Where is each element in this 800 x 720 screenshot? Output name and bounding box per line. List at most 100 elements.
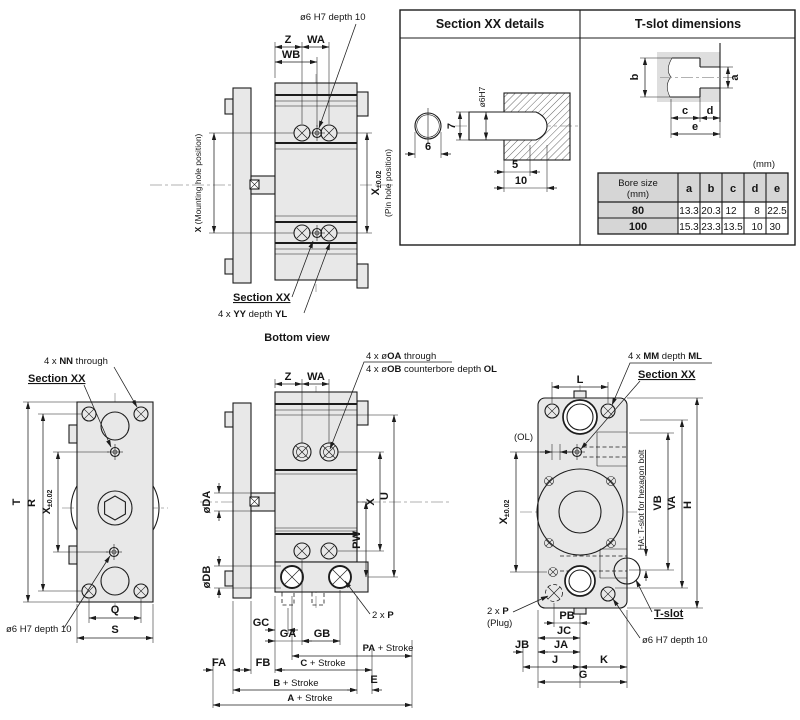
cylinder-body xyxy=(274,82,358,281)
tslot-table: Bore size (mm) a b c d e 80 13.3 20.3 12… xyxy=(597,172,789,235)
leader xyxy=(63,555,111,629)
pin-note: ø6 H7 depth 10 xyxy=(6,624,72,635)
dim-fa: FA xyxy=(212,657,226,669)
body-section-lines xyxy=(275,403,357,535)
bottom-middle-side-view: Z WA 4 x øOA through 4 x øOB counterbore… xyxy=(200,351,497,708)
svg-text:20.3: 20.3 xyxy=(701,206,721,217)
dim-gc: GC xyxy=(253,617,270,629)
dim-a: a xyxy=(729,74,741,81)
dim-pw: PW xyxy=(351,531,363,549)
leader xyxy=(303,242,331,314)
plug-hole xyxy=(545,584,563,602)
side-stub xyxy=(356,91,369,117)
dim-b: B + Stroke xyxy=(273,678,318,689)
pin-hole-position-label: (Pin hole position) xyxy=(383,149,393,217)
rod-plate xyxy=(232,402,252,599)
mm-note: 4 x MM depth ML xyxy=(628,351,702,362)
side-stub xyxy=(356,263,369,289)
bore-circle xyxy=(536,468,624,556)
oa-note: 4 x øOA through xyxy=(366,351,436,362)
dim-wb: WB xyxy=(282,49,300,61)
dim-z: Z xyxy=(285,34,292,46)
dim-pa: PA + Stroke xyxy=(363,643,414,654)
dim-ja: JA xyxy=(554,639,568,651)
dim-vb: VB xyxy=(652,495,664,510)
dim-10: 10 xyxy=(515,175,527,187)
leader xyxy=(113,366,138,408)
unit-note: (mm) xyxy=(753,159,775,170)
dim-wa: WA xyxy=(307,34,325,46)
dim-wa: WA xyxy=(307,371,325,383)
plug-stub xyxy=(311,591,325,606)
plug-note: (Plug) xyxy=(487,618,512,629)
dim-c: C + Stroke xyxy=(300,658,345,669)
svg-text:12: 12 xyxy=(725,206,737,217)
svg-text:80: 80 xyxy=(632,205,644,217)
section-details-title: Section XX details xyxy=(436,17,544,31)
section-xx-label: Section XX xyxy=(28,373,86,385)
dim-r: R xyxy=(26,499,38,507)
dim-u: U xyxy=(379,492,391,500)
dim-x: X xyxy=(365,498,377,506)
dim-5: 5 xyxy=(512,159,518,171)
port xyxy=(280,565,304,589)
table-col-c: c xyxy=(730,183,736,195)
dim-e: e xyxy=(692,121,698,133)
dim-k: K xyxy=(600,654,608,666)
rod-plate xyxy=(232,87,252,284)
svg-text:30: 30 xyxy=(769,222,781,233)
side-stub xyxy=(356,400,369,426)
end-body xyxy=(76,401,154,603)
p-note: 2 x P xyxy=(487,606,509,617)
hex-socket xyxy=(104,495,126,521)
dim-jb: JB xyxy=(515,639,529,651)
leader xyxy=(83,384,112,448)
plate-tab xyxy=(224,258,234,275)
top-port-boss xyxy=(562,399,598,435)
body-section-lines xyxy=(275,94,357,255)
svg-text:100: 100 xyxy=(629,221,647,233)
leader xyxy=(318,23,357,129)
table-col-e: e xyxy=(774,183,780,195)
section-xx-label: Section XX xyxy=(233,292,291,304)
dim-e: E xyxy=(370,674,377,686)
bottom-port-boss xyxy=(564,565,596,597)
bottom-left-end-view: 4 x NN through Section XX T R X±0.02 ø6 … xyxy=(6,356,168,643)
dim-j: J xyxy=(552,654,558,666)
ol-note: (OL) xyxy=(514,432,533,443)
x-mount-label: X (Mounting hole position) xyxy=(193,133,203,232)
tslot-detail-balloon xyxy=(613,557,641,585)
leader xyxy=(291,240,314,298)
leader xyxy=(612,598,641,639)
nn-note: 4 x NN through xyxy=(44,356,108,367)
x-tol-label: X±0.02 xyxy=(498,499,511,524)
dim-gb: GB xyxy=(314,628,331,640)
table-col-a: a xyxy=(686,183,693,195)
details-panel: Section XX details T-slot dimensions 6 7… xyxy=(399,9,796,246)
svg-text:22.5: 22.5 xyxy=(767,206,787,217)
dim-6: 6 xyxy=(425,141,431,153)
tslot-label: T-slot xyxy=(654,608,684,620)
plate-tab xyxy=(224,98,234,115)
tslot-channel-upper xyxy=(583,431,627,467)
dim-jc: JC xyxy=(557,625,571,637)
dim-7: 7 xyxy=(446,123,458,129)
dim-pb: PB xyxy=(559,610,574,622)
dia-db-label: øDB xyxy=(201,566,213,589)
inner-bore xyxy=(558,490,602,534)
table-row: 100 15.3 23.3 13.5 10 30 xyxy=(629,221,781,233)
table-header-bore-2: (mm) xyxy=(627,189,649,200)
svg-text:23.3: 23.3 xyxy=(701,222,721,233)
section-xx-label: Section XX xyxy=(638,369,696,381)
tslot-figure: b a c d e xyxy=(629,43,741,138)
top-left-bottom-view: Z WA WB ø6 H7 depth 10 X (Mounting hole … xyxy=(150,12,395,344)
dim-fb: FB xyxy=(256,657,271,669)
ob-note: 4 x øOB counterbore depth OL xyxy=(366,364,497,375)
dim-g: G xyxy=(579,669,588,681)
dim-t: T xyxy=(11,498,23,505)
pin-note: ø6 H7 depth 10 xyxy=(300,12,366,23)
tslot-title: T-slot dimensions xyxy=(635,17,741,31)
ha-note: HA: T-slot for hexagon bolt xyxy=(636,449,646,550)
svg-text:13.5: 13.5 xyxy=(723,222,743,233)
